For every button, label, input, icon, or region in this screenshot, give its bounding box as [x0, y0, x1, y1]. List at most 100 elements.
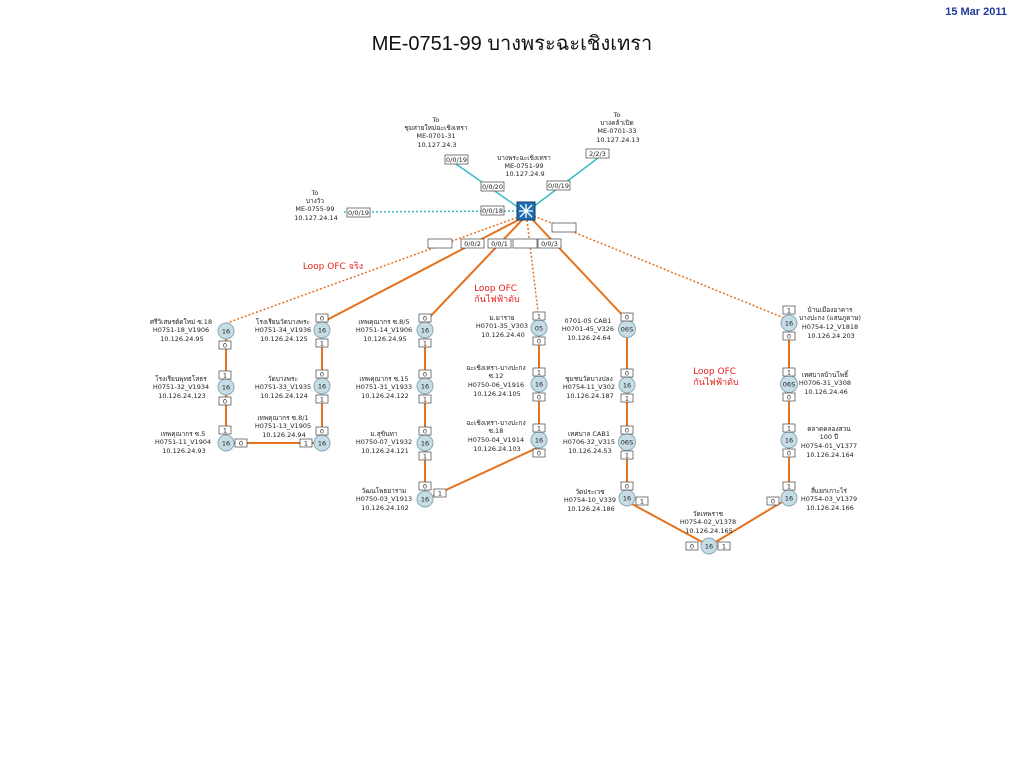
svg-text:0: 0: [625, 483, 629, 491]
node-thetkhunakon-8-5[interactable]: 16: [416, 321, 434, 339]
node-chachoeng-bangkhla-18[interactable]: 16: [530, 431, 548, 449]
node-ban-muang-arthan-label: บ้านเมืองอาคาร บางปะกง (แสนภูดาษ) H0754-…: [799, 306, 863, 340]
port-box-up1-near: 0/0/19: [546, 180, 571, 191]
port-box-up0-near: 0/0/20: [480, 181, 505, 192]
svg-text:0: 0: [320, 315, 324, 323]
port-box-hub-0-0-2: 0/0/2: [460, 238, 485, 249]
node-thetkhunakon-5-label: เทพคุณากร ซ.5 H0751-11_V1904 10.126.24.9…: [155, 430, 213, 455]
port-wat-prachawet-1: 1: [635, 496, 649, 506]
port-box-up1-far: 2/2/3: [585, 148, 610, 159]
node-si-yaek-kao-rai-label: สี่แยกเกาะไร่ H0754-03_V1379 10.126.24.1…: [801, 486, 859, 512]
svg-text:0: 0: [625, 427, 629, 435]
port-si-yaek-kao-rai-1: 1: [782, 481, 796, 491]
node-talat-khlong-suan[interactable]: 16: [780, 431, 798, 449]
svg-text:0: 0: [223, 342, 227, 350]
node-thetbanbangpho[interactable]: 06S: [780, 375, 798, 393]
svg-text:0: 0: [423, 315, 427, 323]
node-thetsaban-cab1[interactable]: 06S: [618, 433, 636, 451]
node-sriwisut[interactable]: 16: [217, 322, 235, 340]
svg-text:1: 1: [722, 543, 726, 551]
node-chachoeng-bangkhla-12[interactable]: 16: [530, 375, 548, 393]
node-thetkhunakon-8-1[interactable]: 16: [313, 434, 331, 452]
node-sriwisut-label: ศรีวิเสษรต์ดใหม่ ซ.18 H0751-18_V1906 10.…: [150, 318, 214, 343]
node-rongrian-phutthosot-label: โรงเรียนพุทธโสธร H0751-32_V1934 10.126.2…: [153, 375, 211, 400]
svg-text:0: 0: [690, 543, 694, 551]
svg-text:1: 1: [625, 452, 629, 460]
svg-text:1: 1: [787, 483, 791, 491]
date-label: 15 Mar 2011: [945, 6, 1007, 18]
svg-text:0: 0: [625, 370, 629, 378]
svg-text:16: 16: [222, 440, 230, 448]
svg-text:16: 16: [535, 437, 543, 445]
node-wat-thetpharat[interactable]: 16: [700, 537, 718, 555]
port-wat-thetpharat-0: 0: [685, 541, 699, 551]
port-chachoeng-bangkhla-12-1: 1: [532, 367, 546, 377]
node-rongrian-phutthosot[interactable]: 16: [217, 378, 235, 396]
svg-text:0/0/1: 0/0/1: [491, 240, 508, 248]
port-rongrian-phutthosot-0: 0: [218, 396, 232, 406]
svg-text:0: 0: [771, 498, 775, 506]
port-thetkhunakon-5-0: 0: [234, 438, 248, 448]
port-thetkhunakon-8-5-1: 1: [418, 338, 432, 348]
svg-text:1: 1: [223, 427, 227, 435]
svg-text:06S: 06S: [621, 439, 633, 447]
loop-annotation-right: Loop OFC กันไฟฟ้าดับ: [693, 367, 739, 388]
svg-text:16: 16: [421, 496, 429, 504]
port-mor-marai-1: 1: [532, 311, 546, 321]
node-rongrian-watbangphra[interactable]: 16: [313, 321, 331, 339]
link-hub-to-thetkhunakon-8-5: [424, 218, 524, 323]
node-mor-marai-label: ม.มาราย H0701-35_V303 10.126.24.40: [476, 314, 530, 339]
port-watbangphra-1: 1: [315, 394, 329, 404]
port-chachoeng-bangkhla-18-0: 0: [532, 448, 546, 458]
svg-text:16: 16: [421, 383, 429, 391]
svg-text:0: 0: [320, 371, 324, 379]
uplink-chachoengsao-label: To ชุมสายใหม่ฉะเชิงเทรา ME-0701-31 10.12…: [404, 116, 469, 149]
svg-text:0: 0: [625, 314, 629, 322]
svg-text:0: 0: [423, 428, 427, 436]
svg-text:1: 1: [537, 369, 541, 377]
loop-annotation-center: Loop OFC กันไฟฟ้าดับ: [474, 284, 520, 305]
port-talat-khlong-suan-1: 1: [782, 423, 796, 433]
node-thetkhunakon-15[interactable]: 16: [416, 377, 434, 395]
node-chumchon-watbangpla[interactable]: 16: [618, 376, 636, 394]
svg-text:16: 16: [222, 384, 230, 392]
svg-text:06S: 06S: [621, 326, 633, 334]
node-chumchon-watbangpla-label: ชุมชนวัดบางปลง H0754-11_V302 10.126.24.1…: [563, 375, 617, 400]
port-wat-thetpharat-1: 1: [717, 541, 731, 551]
svg-text:16: 16: [785, 437, 793, 445]
node-mor-sukhinta[interactable]: 16: [416, 434, 434, 452]
node-chachoeng-bangkhla-12-label: ฉะเชิงเทรา-บางปะกง ซ.12 H0750-06_V1916 1…: [466, 364, 527, 398]
svg-text:16: 16: [318, 440, 326, 448]
page-title: ME-0751-99 บางพระฉะเชิงเทรา: [371, 33, 653, 55]
svg-text:0/0/20: 0/0/20: [482, 183, 503, 191]
node-mor-sukhinta-label: ม.สุขินทา H0750-07_V1932 10.126.24.121: [356, 430, 414, 455]
svg-text:0: 0: [787, 394, 791, 402]
node-cab1-0701[interactable]: 06S: [618, 320, 636, 338]
node-watbangphra[interactable]: 16: [313, 377, 331, 395]
blank-port-box-1: [427, 238, 453, 249]
link-col5-to-bottom: [631, 503, 705, 544]
svg-text:0/0/19: 0/0/19: [348, 209, 369, 217]
node-si-yaek-kao-rai[interactable]: 16: [780, 489, 798, 507]
node-thetkhunakon-5[interactable]: 16: [217, 434, 235, 452]
port-thetkhunakon-8-5-0: 0: [418, 313, 432, 323]
node-wattana-phitthayaram[interactable]: 16: [416, 490, 434, 508]
svg-text:0/0/2: 0/0/2: [464, 240, 481, 248]
svg-text:1: 1: [787, 307, 791, 315]
node-ban-muang-arthan[interactable]: 16: [780, 314, 798, 332]
svg-text:1: 1: [787, 425, 791, 433]
svg-text:16: 16: [222, 328, 230, 336]
svg-text:16: 16: [623, 495, 631, 503]
port-thetkhunakon-5-1: 1: [218, 425, 232, 435]
node-wat-prachawet[interactable]: 16: [618, 489, 636, 507]
svg-text:16: 16: [318, 383, 326, 391]
node-rongrian-watbangphra-label: โรงเรียนวัดบางพระ H0751-34_V1936 10.126.…: [255, 318, 313, 343]
node-wat-prachawet-label: วัดประเวช H0754-10_V339 10.126.24.186: [564, 488, 618, 513]
hub-switch[interactable]: [516, 201, 536, 221]
port-box-up2-near: 0/0/18: [480, 205, 505, 216]
node-mor-marai[interactable]: 05: [530, 319, 548, 337]
port-box-up0-far: 0/0/19: [444, 154, 469, 165]
port-mor-sukhinta-0: 0: [418, 426, 432, 436]
svg-text:1: 1: [438, 490, 442, 498]
